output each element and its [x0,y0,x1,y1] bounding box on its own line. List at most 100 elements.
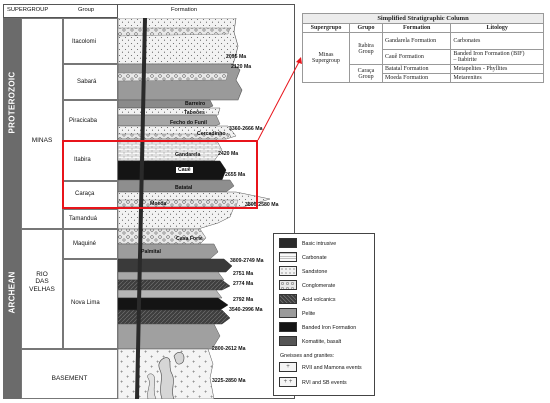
age-label-3540: 3540-2996 Ma [229,307,263,313]
layer-nova-lima-5 [118,297,229,311]
strat-table: Simplified Stratigraphic Column Supergru… [302,13,544,83]
legend-swatch-sandstone [279,266,297,276]
header-supergroup: SUPERGROUP [7,7,49,13]
formation-label-batatal: Batatal [175,185,193,191]
legend-label-carbonate: Carbonate [302,255,327,261]
age-label-2095: 2095 Ma [226,54,247,60]
legend-swatch-acid-volcanics [279,294,297,304]
group-label-tamandua: Tamanduá [69,216,98,222]
supergroup-basement-cell [21,349,118,399]
age-label-3225: 3225-2850 Ma [212,378,246,384]
table-cell-formation: Moeda Formation [381,73,452,83]
era-proterozoic-label: PROTEROZOIC [7,71,17,133]
highlight-box-itabira-caraca [62,140,258,209]
group-cell-sabara [63,64,118,100]
table-cell-litology: Metarenites [450,73,544,83]
group-label-piracicaba: Piracicaba [69,118,98,124]
table-cell-formation: Cauê Formation [381,49,452,65]
legend-swatch-conglomerate [279,280,297,290]
table-row: Minas Supergroup Itabira Group Gandarela… [302,32,544,83]
formation-label-caue: Cauê [176,167,193,173]
table-header-grupo: Grupo [349,23,383,33]
simplified-table: Simplified Stratigraphic Column Supergru… [302,13,544,83]
group-label-itacolomi: Itacolomi [72,39,97,45]
column-header [3,4,118,18]
age-label-3360: 3360-2666 Ma [229,126,263,132]
table-header-supergrupo: Supergrupo [302,23,350,33]
age-label-3800: 3800-2580 Ma [245,202,279,208]
age-label-3809: 3809-2749 Ma [230,258,264,264]
table-cell-group: Caraça Group [349,64,383,83]
legend-gneiss-title: Gneisses and granites: [280,353,335,359]
age-label-2655: 2655 Ma [225,172,246,178]
formation-label-gandarela: Gandarela [175,152,201,158]
table-cell-litology: Banded Iron Formation (BIF) – Itabirite [450,49,544,65]
legend-swatch-carbonate [279,252,297,262]
granite-plume-1 [158,357,175,399]
legend-label-rvi-sb: RVI and SB events [302,380,347,386]
granite-plume-2 [173,352,185,365]
legend-label-conglomerate: Conglomerate [302,283,336,289]
layer-sabara-pelite [118,63,243,101]
era-archean-bar: ARCHEAN [3,186,21,399]
age-label-2120: 2120 Ma [231,64,252,70]
layer-batatal [118,179,235,193]
supergroup-rio-cell [21,229,63,349]
layer-nova-lima-3 [118,279,231,291]
header-formation: Formation [171,7,198,13]
legend-label-rvii-mamona: RVII and Mamona events [302,365,362,371]
era-proterozoic-bar: PROTEROZOIC [3,18,21,186]
table-cell-formation: Gandarela Formation [381,32,452,50]
legend-swatch-basic-intrusive [279,238,297,248]
legend-swatch-rvi-sb: + + [279,377,297,387]
legend-label-sandstone: Sandstone [302,269,328,275]
legend-label-acid-volcanics: Acid volcanics [302,297,336,303]
group-cell-nova-lima [63,259,118,349]
supergroup-rio-label: RIO DAS VELHAS [29,271,55,293]
table-cell-litology: Carbonates [450,32,544,50]
group-label-sabara: Sabará [77,79,97,85]
layer-palmital [118,243,219,260]
formation-label-cercadinho: Cercadinho [197,131,226,137]
layer-nova-lima-7 [118,323,221,350]
formation-label-fecho: Fecho do Funil [170,120,207,126]
legend-label-basic-intrusive: Basic intrusive [302,241,337,247]
table-cell-litology: Metapelites - Phyllites [450,64,544,74]
age-label-2800: 2800-2612 Ma [212,346,246,352]
table-cell-group: Itabira Group [349,32,383,65]
table-title: Simplified Stratigraphic Column [302,13,544,24]
layer-itacolomi [118,18,239,65]
legend-label-komatiite: Komatiite, basalt [302,339,342,345]
legend-swatch-bif [279,322,297,332]
legend-swatch-komatiite [279,336,297,346]
era-archean-label: ARCHEAN [7,271,17,314]
table-header-formation: Formation [381,23,452,33]
table-cell-supergroup: Minas Supergroup [302,32,350,83]
group-label-caraca: Caraça [75,191,95,197]
legend-swatch-pelite [279,308,297,318]
layer-nova-lima-4 [118,289,223,299]
layer-nova-lima-1 [118,258,233,273]
supergroup-basement-label: BASEMENT [51,375,88,382]
formation-label-moeda: Moeda [150,201,167,207]
age-label-2420: 2420 Ma [218,151,239,157]
formation-label-casa-forte: Casa Forte [176,236,203,242]
formation-label-taboes: Taboões [184,110,205,116]
group-cell-itacolomi [63,18,118,64]
layer-sabara-cong [118,72,229,82]
layer-caue [118,160,227,181]
group-cell-tamandua [63,209,118,229]
granite-plume-3 [147,373,157,399]
supergroup-minas-label: MINAS [31,137,53,144]
formation-label-palmital: Palmital [141,249,161,255]
age-label-2774: 2774 Ma [233,281,254,287]
supergroup-minas-cell [21,18,63,229]
legend-label-pelite: Pelite [302,311,316,317]
table-row: Moeda Formation Metarenites [303,73,544,83]
header-group: Group [78,7,95,13]
legend-swatch-rvii-mamona: + [279,362,297,372]
group-cell-maquine [63,229,118,259]
lithology-column-graphic: + + [118,18,271,399]
age-label-2751: 2751 Ma [233,271,254,277]
table-header-litology: Litology [450,23,544,33]
